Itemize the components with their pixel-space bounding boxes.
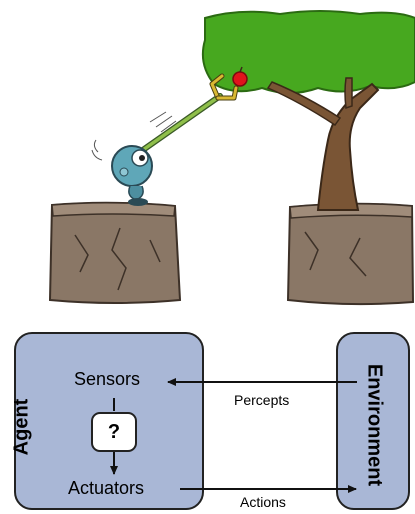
robot-icon [91, 139, 153, 206]
percepts-label: Percepts [234, 392, 290, 408]
actions-label: Actions [240, 494, 286, 510]
environment-box [336, 332, 410, 510]
right-cliff-icon [286, 202, 415, 306]
sensors-label: Sensors [74, 369, 141, 389]
grabber-claw-icon [209, 73, 239, 101]
left-cliff-icon [48, 201, 182, 304]
actuators-label: Actuators [68, 478, 145, 498]
diagram-arrows [110, 378, 357, 493]
decision-box: ? [91, 412, 137, 452]
apple-icon [232, 66, 248, 87]
tree-icon [201, 10, 415, 211]
agent-environment-diagram: Agent Environment Sensors Actuators ? Pe… [0, 318, 415, 514]
agent-environment-illustration [48, 10, 415, 306]
robot-arm-icon [137, 93, 223, 155]
